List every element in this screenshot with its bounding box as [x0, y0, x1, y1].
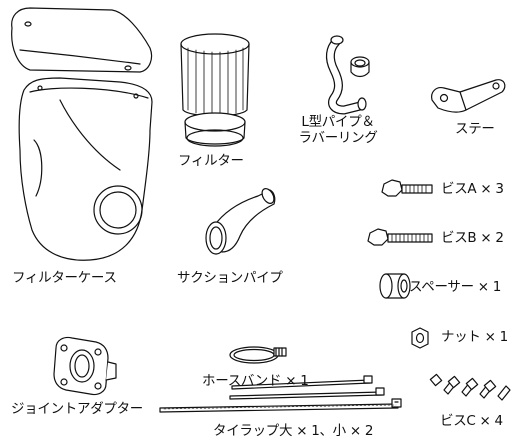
- hose-band-label: ホースバンド × 1: [202, 373, 309, 389]
- stay-label: ステー: [455, 121, 495, 137]
- joint-adapter-label: ジョイントアダプター: [11, 401, 143, 417]
- filter-case-lid-drawing: [11, 7, 153, 73]
- rubber-ring-drawing: [350, 56, 370, 78]
- l-pipe-label-line2: ラバーリング: [298, 130, 378, 146]
- filter-case-label: フィルターケース: [12, 270, 117, 286]
- l-pipe-label: L型パイプ＆ ラバーリング: [279, 114, 397, 146]
- l-pipe-drawing: [325, 35, 370, 115]
- tie-wrap-label: タイラップ大 × 1、小 × 2: [213, 423, 374, 439]
- screw-b-drawing: [367, 228, 433, 246]
- spacer-drawing: [379, 273, 411, 299]
- suction-pipe-drawing: [205, 188, 276, 255]
- nut-label: ナット × 1: [441, 329, 508, 345]
- tie-wrap-small-drawing-2: [231, 375, 373, 390]
- screw-a-label: ビスA × 3: [441, 181, 504, 197]
- l-pipe-label-line1: L型パイプ＆: [301, 114, 375, 130]
- nut-drawing: [411, 327, 429, 349]
- screw-b-label: ビスB × 2: [441, 230, 504, 246]
- hose-band-drawing: [229, 346, 287, 364]
- filter-label: フィルター: [178, 153, 244, 169]
- tie-wrap-small-drawing-1: [229, 387, 385, 400]
- filter-case-body-drawing: [18, 77, 153, 261]
- stay-drawing: [431, 79, 506, 113]
- spacer-label: スペーサー × 1: [409, 279, 502, 295]
- screw-c-label: ビスC × 4: [440, 413, 503, 429]
- air-filter-drawing: [180, 33, 250, 147]
- tie-wrap-large-drawing: [159, 398, 402, 413]
- suction-pipe-label: サクションパイプ: [177, 270, 283, 286]
- joint-adapter-drawing: [53, 336, 117, 396]
- screw-c-drawing: [429, 373, 511, 401]
- screw-a-drawing: [381, 179, 433, 197]
